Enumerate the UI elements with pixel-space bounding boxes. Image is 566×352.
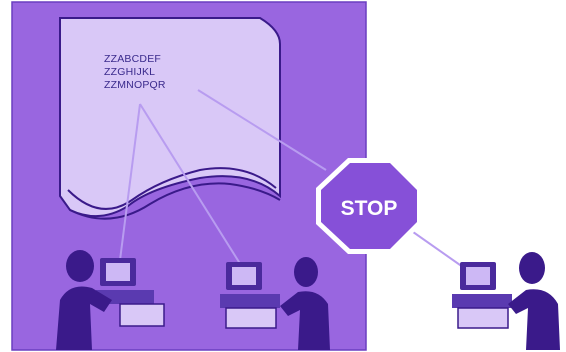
- document-line-1: ZZABCDEF: [104, 53, 161, 65]
- document-line-2: ZZGHIJKL: [104, 66, 155, 78]
- document-line-3: ZZMNOPQR: [104, 79, 166, 91]
- stop-label: STOP: [341, 197, 398, 220]
- person-at-computer-icon: [452, 252, 560, 350]
